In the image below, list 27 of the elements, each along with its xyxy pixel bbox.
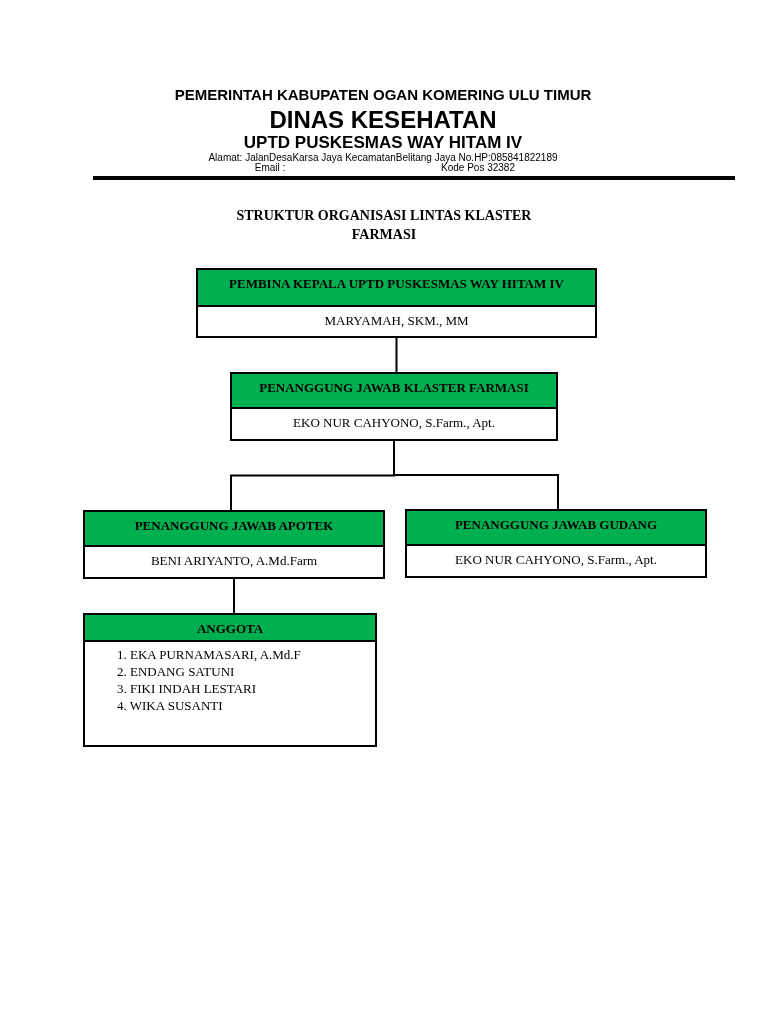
org-box xyxy=(83,613,377,747)
header-text: PEMERINTAH KABUPATEN OGAN KOMERING ULU TIMUR xyxy=(174,86,592,103)
org-box xyxy=(405,509,707,578)
header-subtitle: UPTD PUSKESMAS WAY HITAM IV xyxy=(243,133,523,153)
member-name: 1. EKA PURNAMASARI, A.Md.F xyxy=(116,646,302,663)
connector-line xyxy=(233,578,235,614)
email-label: Email : xyxy=(254,162,286,173)
person-name: EKO NUR CAHYONO, S.Farm., Apt. xyxy=(292,414,496,431)
header-title: DINAS KESEHATAN xyxy=(269,106,497,134)
member-name: 4. WIKA SUSANTI xyxy=(116,697,224,714)
role-title: PEMBINA KEPALA UPTD PUSKESMAS WAY HITAM IV xyxy=(198,270,595,307)
role-title: PENANGGUNG JAWAB KLASTER FARMASI xyxy=(232,374,556,409)
org-box xyxy=(230,372,558,441)
chart-title: STRUKTUR ORGANISASI LINTAS KLASTER FARMASI xyxy=(235,207,533,244)
person-name: BENI ARIYANTO, A.Md.Farm xyxy=(149,552,319,569)
address-text: Alamat: JalanDesaKarsa Jaya KecamatanBelitang Jaya No.HP:085841822189 xyxy=(208,152,558,163)
connector-line xyxy=(395,337,398,373)
person-name: EKO NUR CAHYONO, S.Farm., Apt. xyxy=(454,551,658,568)
connector-line xyxy=(393,440,559,510)
org-box xyxy=(83,510,385,579)
person-name: MARYAMAH, SKM., MM xyxy=(323,312,470,329)
member-name: 2. ENDANG SATUNI xyxy=(116,663,236,680)
role-title: PENANGGUNG JAWAB APOTEK xyxy=(85,512,383,547)
member-name: 3. FIKI INDAH LESTARI xyxy=(116,680,258,697)
org-box xyxy=(196,268,597,338)
role-title: PENANGGUNG JAWAB GUDANG xyxy=(407,511,705,546)
role-title: ANGGOTA xyxy=(85,615,375,642)
